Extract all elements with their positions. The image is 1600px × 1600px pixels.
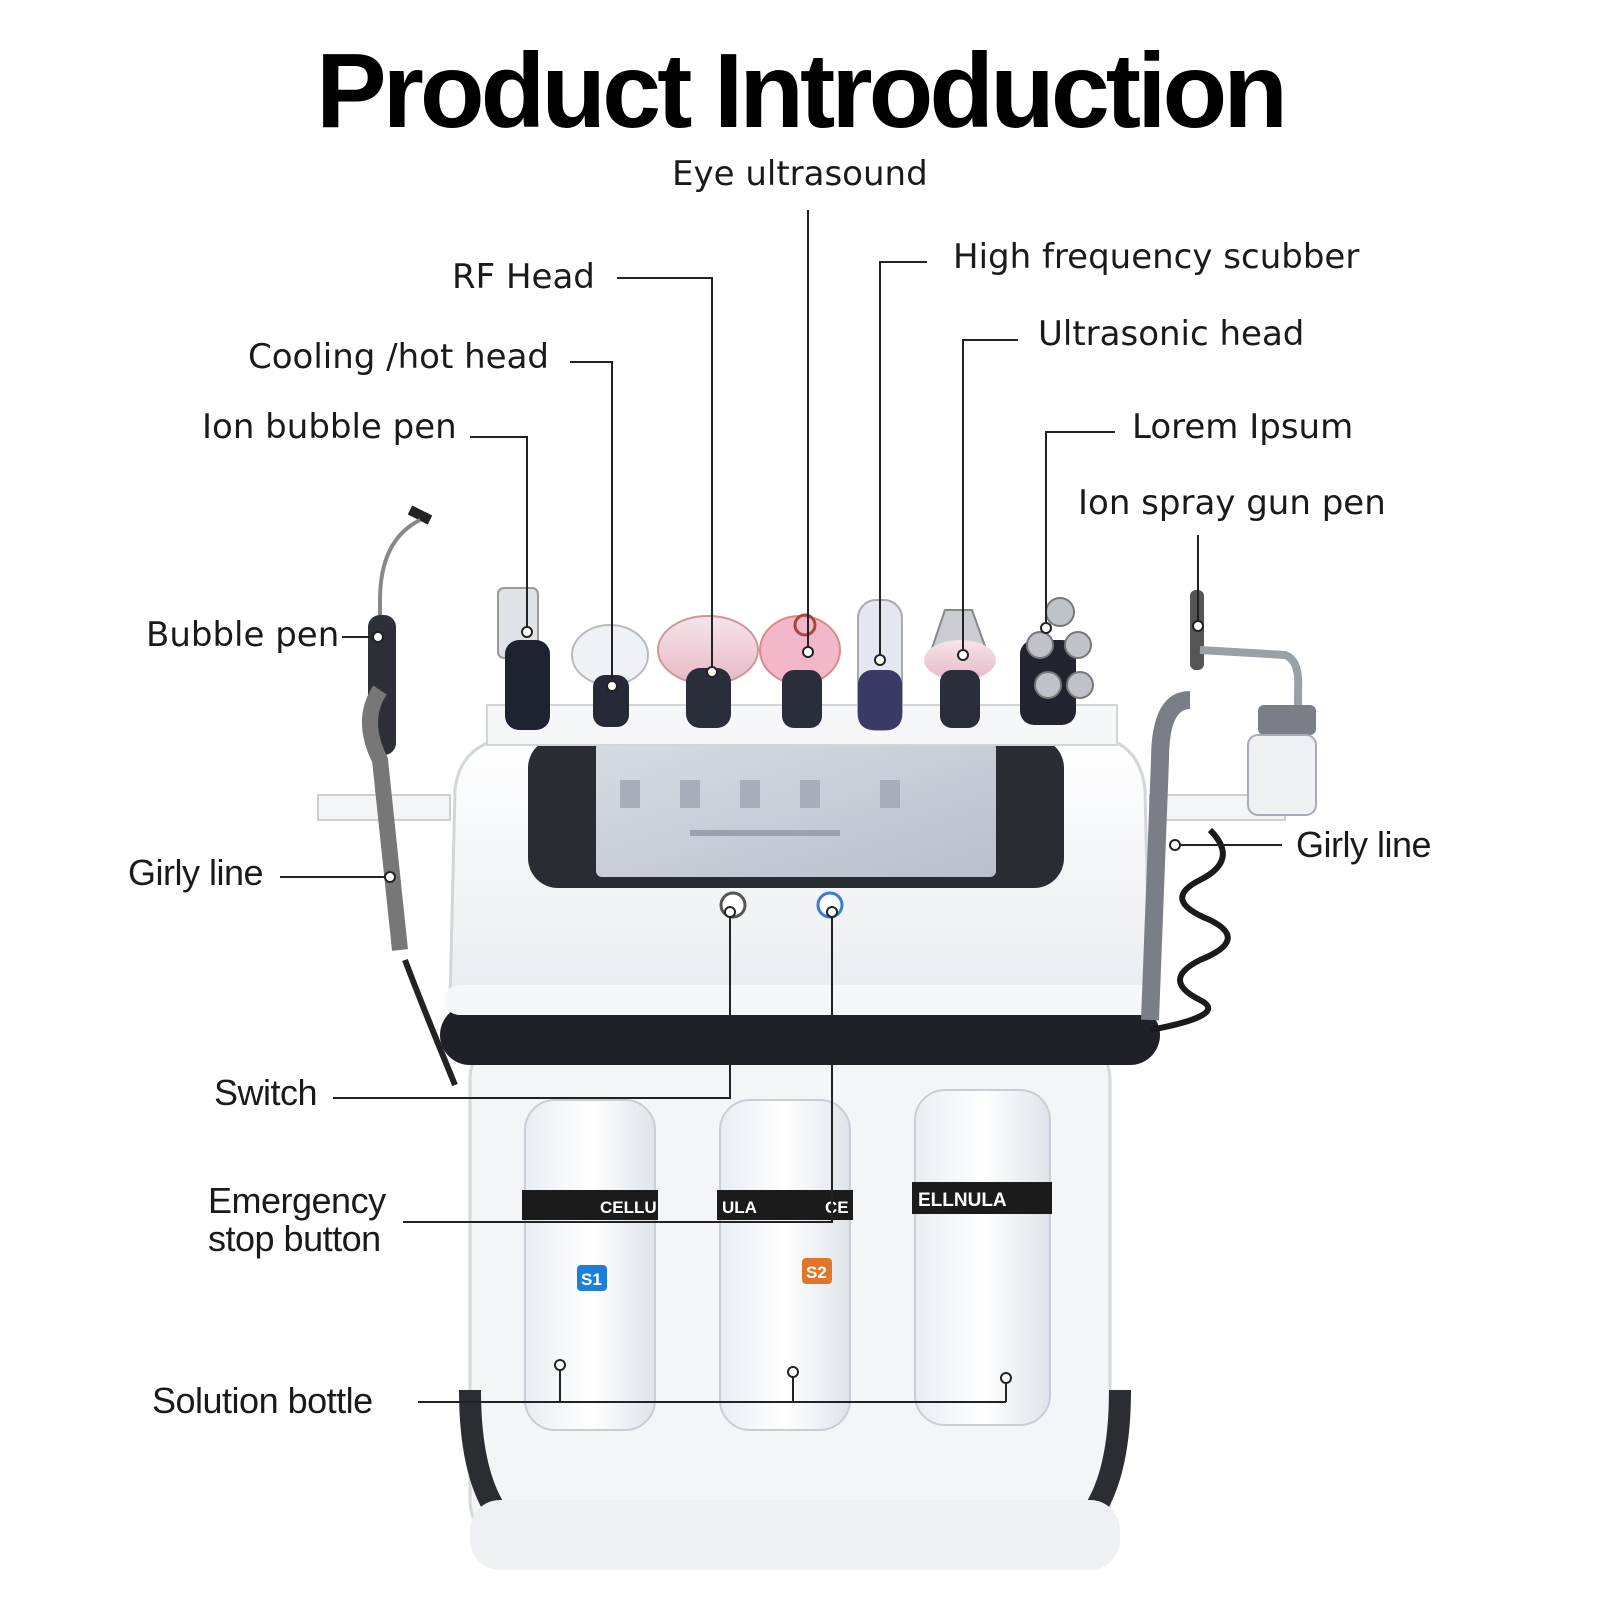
bottle-s2: ULA CE S2 [717, 1099, 853, 1431]
bottle-s1: CELLU S1 [522, 1099, 658, 1431]
label-girly-line-left: Girly line [128, 852, 264, 893]
label-emergency-stop-line2: stop button [208, 1218, 381, 1259]
rf-head [657, 615, 759, 728]
label-high-frequency-scrubber: High frequency scubber [953, 237, 1360, 277]
eye-ultrasound-head [759, 613, 841, 728]
svg-text:S2: S2 [806, 1263, 827, 1282]
label-eye-ultrasound: Eye ultrasound [672, 154, 928, 194]
label-ion-bubble-pen: Ion bubble pen [202, 407, 457, 447]
page-title: Product Introduction [315, 32, 1288, 150]
handpieces [497, 587, 1094, 731]
svg-text:S1: S1 [581, 1270, 602, 1289]
label-girly-line-right: Girly line [1296, 824, 1432, 865]
label-emergency-stop-line1: Emergency [208, 1180, 386, 1221]
bottle-s3: ELLNULA [912, 1089, 1052, 1426]
bubble-pen-left [362, 505, 458, 1087]
svg-text:CE: CE [825, 1198, 849, 1217]
label-switch: Switch [214, 1072, 318, 1113]
svg-text:ULA: ULA [722, 1198, 757, 1217]
ion-bubble-pen-head [497, 587, 550, 730]
label-solution-bottle: Solution bottle [152, 1380, 373, 1421]
svg-text:ELLNULA: ELLNULA [918, 1190, 1007, 1211]
solution-bottles: CELLU S1 ULA CE S2 ELLNULA [522, 1089, 1052, 1431]
label-ion-spray-gun-pen: Ion spray gun pen [1078, 483, 1386, 523]
label-ultrasonic-head: Ultrasonic head [1038, 314, 1305, 354]
leader-dots [372, 620, 1204, 1384]
label-cooling-hot-head: Cooling /hot head [248, 337, 550, 377]
lorem-ipsum-roller [1020, 597, 1094, 725]
label-rf-head: RF Head [452, 257, 595, 297]
label-bubble-pen: Bubble pen [146, 615, 340, 655]
spray-gun-right [1141, 590, 1317, 1033]
svg-text:CELLU: CELLU [600, 1198, 657, 1217]
touch-screen [528, 738, 1064, 888]
label-lorem-ipsum: Lorem Ipsum [1132, 407, 1354, 447]
leader-lines [280, 210, 1282, 1403]
